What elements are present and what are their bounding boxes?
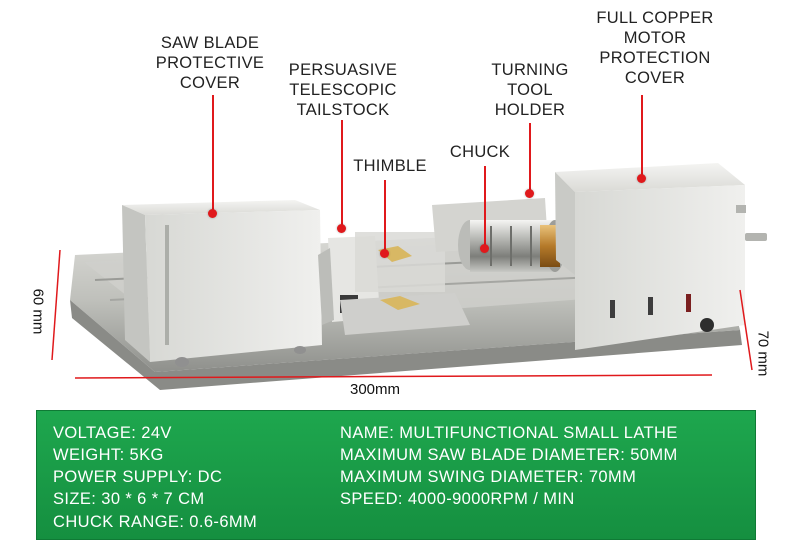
callout-motor-cover: FULL COPPER MOTOR PROTECTION COVER	[596, 9, 714, 87]
callout-line-chuck	[484, 166, 486, 248]
chuck-assembly	[458, 220, 565, 272]
callout-line-turning-tool-holder	[529, 123, 531, 193]
motor-cover-box	[555, 163, 767, 350]
callout-tailstock: PERSUASIVE TELESCOPIC TAILSTOCK	[288, 61, 398, 119]
callout-dot-thimble	[380, 249, 389, 258]
dimension-length: 300mm	[350, 381, 401, 398]
callout-saw-blade-cover: SAW BLADE PROTECTIVE COVER	[155, 34, 265, 92]
callout-dot-chuck	[480, 244, 489, 253]
callout-chuck: CHUCK	[449, 143, 511, 161]
callout-turning-tool-holder: TURNING TOOL HOLDER	[491, 61, 569, 119]
callout-dot-tailstock	[337, 224, 346, 233]
spec-power-supply: POWER SUPPLY: DC	[53, 468, 223, 486]
spec-size: SIZE: 30 * 6 * 7 CM	[53, 490, 205, 508]
lathe-product-illustration	[51, 163, 767, 390]
callout-dot-turning-tool-holder	[525, 189, 534, 198]
callout-line-thimble	[384, 180, 386, 252]
dimension-height: 60 mm	[29, 288, 47, 335]
spec-max-swing-diameter: MAXIMUM SWING DIAMETER: 70MM	[340, 468, 637, 486]
callout-dot-saw-blade-cover	[208, 209, 217, 218]
spec-voltage: VOLTAGE: 24V	[53, 424, 172, 442]
dimension-width: 70 mm	[754, 330, 772, 377]
spec-chuck-range: CHUCK RANGE: 0.6-6MM	[53, 513, 258, 531]
saw-blade-cover-box	[122, 200, 322, 367]
spec-speed: SPEED: 4000-9000RPM / MIN	[340, 490, 575, 508]
callout-line-motor-cover	[641, 95, 643, 179]
callout-thimble: THIMBLE	[353, 157, 427, 175]
callout-dot-motor-cover	[637, 174, 646, 183]
spec-name: NAME: MULTIFUNCTIONAL SMALL LATHE	[340, 424, 678, 442]
callout-line-tailstock	[341, 120, 343, 228]
dimension-lines	[51, 249, 753, 379]
callout-line-saw-blade-cover	[212, 95, 214, 215]
spec-weight: WEIGHT: 5KG	[53, 446, 164, 464]
specifications-panel: VOLTAGE: 24V WEIGHT: 5KG POWER SUPPLY: D…	[36, 410, 756, 540]
spec-max-saw-blade-diameter: MAXIMUM SAW BLADE DIAMETER: 50MM	[340, 446, 678, 464]
